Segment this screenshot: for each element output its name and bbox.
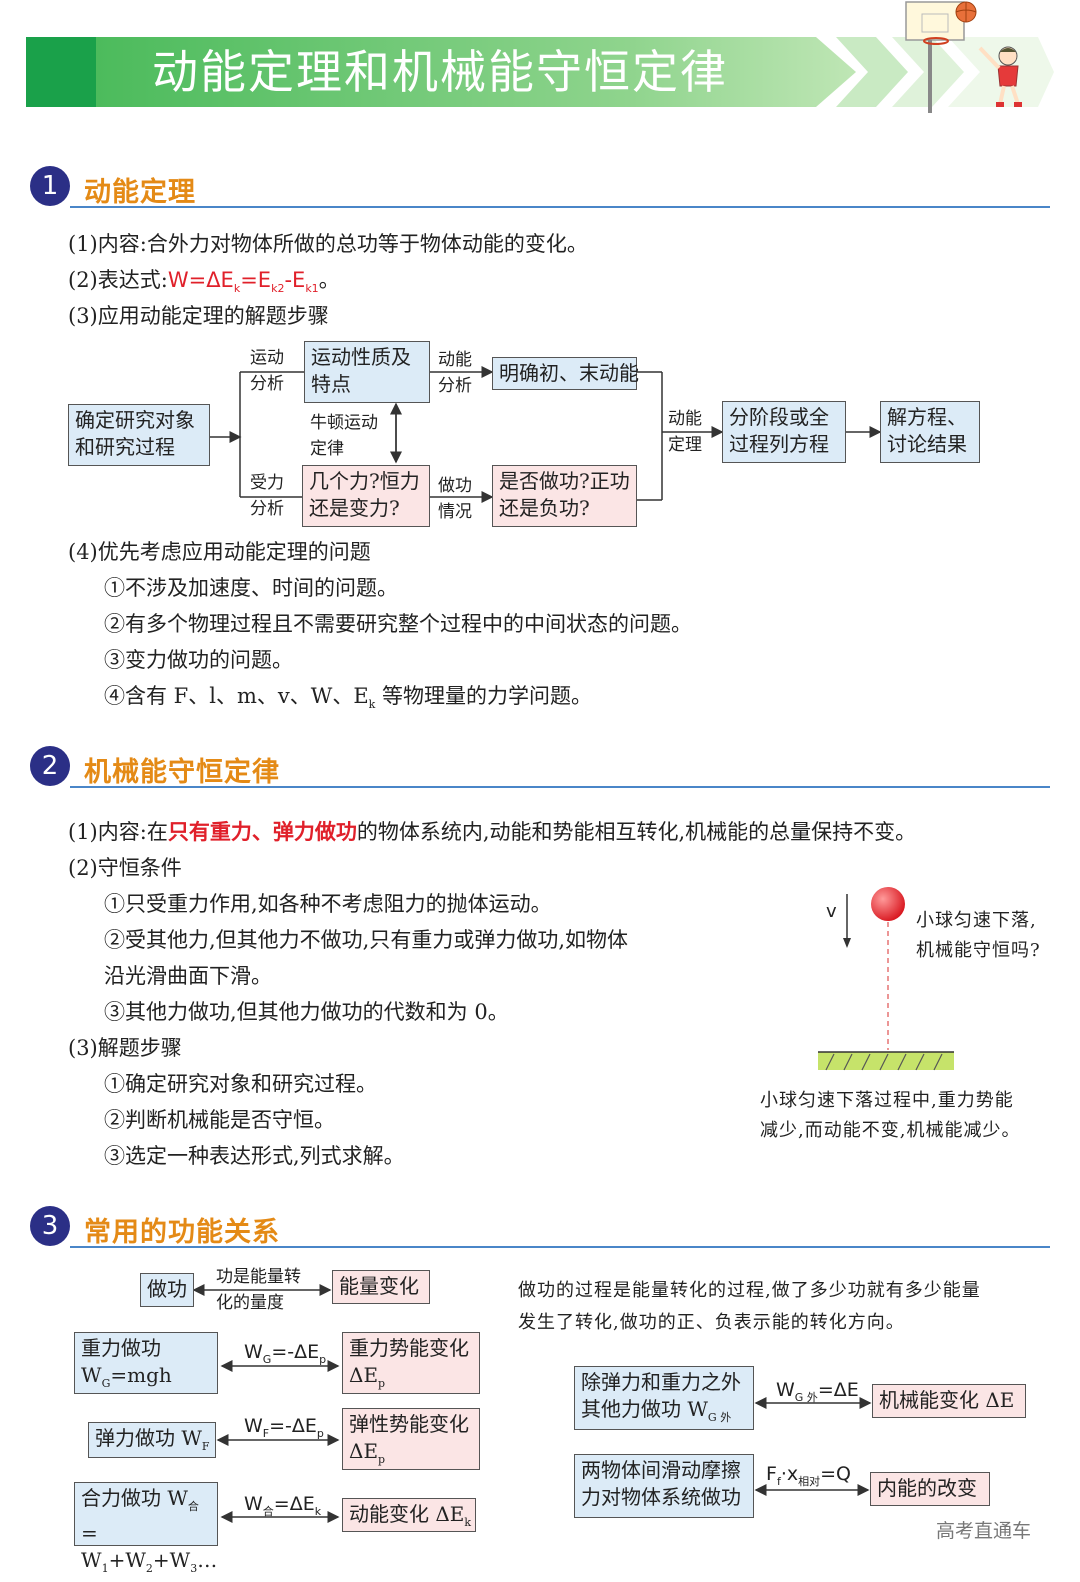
watermark: 高考直通车 (936, 1520, 1032, 1542)
flow-force-label: 受力分析 (250, 473, 284, 519)
friction-work-box: 两物体间滑动摩擦力对物体系统做功 (574, 1454, 754, 1518)
flow-ke-label: 动能分析 (438, 350, 472, 396)
flow-motion-label: 运动分析 (250, 348, 284, 394)
energy-change-box: 能量变化 (332, 1270, 430, 1304)
s2-condition: ②受其他力,但其他力不做功,只有重力或弹力做功,如物体 (104, 928, 629, 952)
section-divider (70, 206, 1050, 208)
s1-steps-heading: (3)应用动能定理的解题步骤 (68, 304, 329, 328)
section-number: 2 (30, 746, 70, 786)
s1-priority-item: ①不涉及加速度、时间的问题。 (104, 576, 398, 600)
gravity-relation: WG=-ΔEp (244, 1341, 327, 1366)
work-box: 做功 (140, 1273, 194, 1307)
section-title: 动能定理 (84, 177, 196, 208)
ke-change-box: 动能变化 ΔEk (342, 1498, 476, 1532)
mech-energy-change-box: 机械能变化 ΔE (872, 1384, 1026, 1418)
flow-theorem-label: 动能定理 (668, 409, 702, 455)
s2-condition: ①只受重力作用,如各种不考虑阻力的抛体运动。 (104, 892, 552, 916)
net-relation: W合=ΔEk (244, 1493, 322, 1518)
figure-answer: 减少,而动能不变,机械能减少。 (760, 1120, 1021, 1141)
figure-question: 小球匀速下落, (916, 910, 1037, 931)
s1-priority-item: ④含有 F、l、m、v、W、Ek 等物理量的力学问题。 (104, 684, 593, 712)
flow-newton-label: 牛顿运动定律 (310, 413, 378, 459)
s1-priority-item: ③变力做功的问题。 (104, 648, 293, 672)
elastic-work-box: 弹力做功 WF (88, 1422, 216, 1458)
section-divider (70, 786, 1050, 788)
s2-condition: 沿光滑曲面下滑。 (104, 964, 272, 988)
s2-conditions-heading: (2)守恒条件 (68, 856, 182, 880)
elastic-relation: WF=-ΔEp (244, 1415, 324, 1440)
section-title: 常用的功能关系 (84, 1217, 280, 1248)
gravity-work-box: 重力做功 WG=mgh (74, 1332, 218, 1394)
flow-ke-box: 明确初、末动能 (492, 357, 639, 390)
figure-answer: 小球匀速下落过程中,重力势能 (760, 1090, 1014, 1111)
s1-priority-heading: (4)优先考虑应用动能定理的问题 (68, 540, 371, 564)
flow-work-label: 做功情况 (438, 476, 472, 522)
s2-step: ①确定研究对象和研究过程。 (104, 1072, 377, 1096)
s2-condition: ③其他力做功,但其他力做功的代数和为 0。 (104, 1000, 509, 1024)
section-number: 3 (30, 1206, 70, 1246)
page-title: 动能定理和机械能守恒定律 (152, 45, 728, 99)
flow-result-box: 解方程、讨论结果 (880, 401, 980, 463)
s2-steps-heading: (3)解题步骤 (68, 1036, 182, 1060)
section-number: 1 (30, 166, 70, 206)
flow-force-box: 几个力?恒力还是变力? (302, 465, 430, 527)
falling-ball-figure (818, 887, 954, 1071)
velocity-label: v (826, 901, 837, 922)
internal-energy-box: 内能的改变 (870, 1472, 990, 1506)
work-energy-measure-label: 功是能量转化的量度 (216, 1267, 301, 1313)
other-forces-relation: WG 外=ΔE (776, 1379, 859, 1404)
basketball-illustration (905, 1, 1022, 113)
section-divider (70, 1246, 1050, 1248)
relations-note: 做功的过程是能量转化的过程,做了多少功就有多少能量 (518, 1280, 981, 1301)
banner (96, 37, 856, 107)
s1-priority-item: ②有多个物理过程且不需要研究整个过程中的中间状态的问题。 (104, 612, 692, 636)
relations-note: 发生了转化,做功的正、负表示能的转化方向。 (518, 1312, 905, 1333)
section-title: 机械能守恒定律 (84, 757, 280, 788)
flow-motion-box: 运动性质及特点 (304, 341, 430, 403)
s2-step: ③选定一种表达形式,列式求解。 (104, 1144, 405, 1168)
banner-left-block (26, 37, 96, 107)
friction-relation: Ff·x相对=Q (766, 1463, 851, 1488)
net-work-box: 合力做功 W合=W1+W2+W3… (74, 1482, 218, 1575)
figure-question: 机械能守恒吗? (916, 940, 1041, 961)
s1-expression: (2)表达式:W=ΔEk=Ek2-Ek1。 (68, 268, 340, 296)
flow-work-box: 是否做功?正功还是负功? (492, 465, 637, 527)
flow-start-box: 确定研究对象和研究过程 (68, 404, 210, 466)
other-forces-work-box: 除弹力和重力之外其他力做功 WG 外 (574, 1366, 754, 1430)
flow-stage-box: 分阶段或全过程列方程 (722, 401, 846, 463)
s1-content: (1)内容:合外力对物体所做的总功等于物体动能的变化。 (68, 232, 588, 256)
s2-step: ②判断机械能是否守恒。 (104, 1108, 335, 1132)
s2-content: (1)内容:在只有重力、弹力做功的物体系统内,动能和势能相互转化,机械能的总量保… (68, 820, 917, 844)
